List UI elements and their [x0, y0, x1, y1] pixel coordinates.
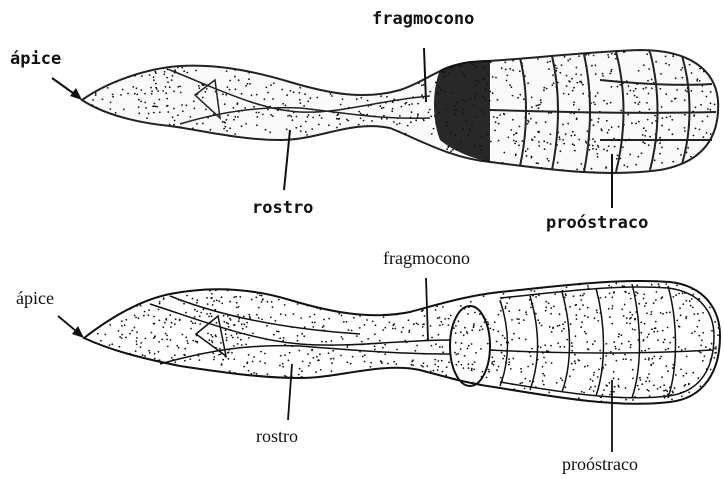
- top-label-proostracum: proóstraco: [546, 213, 648, 233]
- bottom-apex-arrowhead: [72, 326, 84, 338]
- top-label-apex: ápice: [10, 49, 61, 69]
- top-label-phragmocone: fragmocono: [372, 9, 474, 29]
- bottom-label-phragmocone: fragmocono: [383, 248, 470, 268]
- bottom-figure: ápice fragmocono rostro proóstraco: [16, 248, 721, 474]
- top-apex-arrowhead: [70, 88, 82, 100]
- bottom-label-proostracum: proóstraco: [562, 454, 638, 474]
- bottom-label-rostrum: rostro: [256, 426, 298, 446]
- top-figure: ápice fragmocono rostro proóstraco: [10, 9, 720, 233]
- top-label-rostrum: rostro: [252, 198, 313, 218]
- bottom-label-apex: ápice: [16, 288, 54, 308]
